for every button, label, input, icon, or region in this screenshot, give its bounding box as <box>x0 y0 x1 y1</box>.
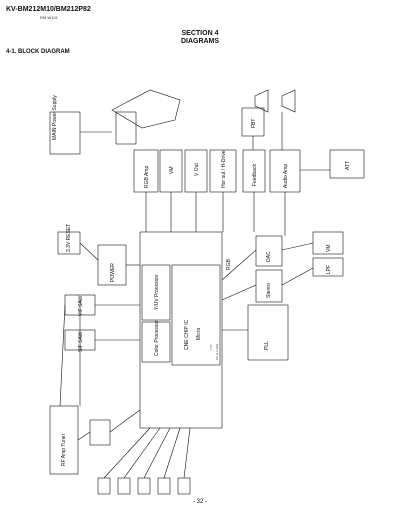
att-block <box>329 149 365 179</box>
document-model-number: KV-BM212M10/BM212P82 <box>6 6 91 13</box>
vm2-label: VM <box>326 245 332 253</box>
diagram-caption: 4-1. BLOCK DIAGRAM <box>6 49 70 55</box>
y-uv-processor-label: Y/UV Processor <box>154 274 160 310</box>
power-label: POWER <box>110 263 116 282</box>
micro-block <box>171 264 221 366</box>
section-number: SECTION 4 <box>181 30 219 37</box>
lowpass-block <box>312 257 344 277</box>
color-processor-label: Color Processor <box>154 320 160 356</box>
speaker-left <box>254 89 269 113</box>
color-processor-block <box>141 321 171 363</box>
crt-neck <box>115 111 137 145</box>
rgb-label: RGB <box>226 259 232 271</box>
txt-label: TXT <box>209 344 213 350</box>
fbt-label: FBT <box>251 119 257 128</box>
vm-label: VM <box>169 167 175 175</box>
reset-label: 3.3V RESET <box>66 224 72 252</box>
rf-amp-label: RF Amp Tuner <box>61 433 67 466</box>
main-power-supply-block <box>49 111 81 155</box>
rgb-amp-label: RGB Amp <box>144 166 150 188</box>
vif-saw-label: VIF SAW <box>78 295 84 316</box>
stereo-label: Stereo <box>266 283 272 298</box>
dac-label: DAC <box>266 251 272 262</box>
crt-tube <box>111 89 181 129</box>
cne-chip-label: CNE CHIP IC <box>184 319 190 350</box>
pll-block <box>247 304 289 361</box>
document-subtitle: RM-W101 <box>40 15 59 20</box>
sif-saw-label: SIF SAW <box>78 331 84 352</box>
hor-out-label: Hor out / H-Drive <box>221 150 227 188</box>
stereo-block <box>255 269 283 303</box>
y-uv-processor-block <box>141 264 171 321</box>
micro-label: Micro <box>196 328 202 340</box>
section-title: DIAGRAMS <box>180 38 220 45</box>
cne-chip-block <box>139 231 223 429</box>
input-jack-1 <box>97 477 111 495</box>
dac-block <box>255 235 283 267</box>
att-label: ATT <box>345 161 351 170</box>
main-power-label: MAIN Power Supply <box>52 95 58 140</box>
speaker-right <box>281 89 296 113</box>
input-jack-2 <box>117 477 131 495</box>
input-jack-5 <box>177 477 191 495</box>
sub-filter-block <box>89 419 111 446</box>
page-number: - 32 - <box>192 499 207 505</box>
v-out-label: V Out <box>194 163 200 176</box>
feedback-label: Feedback <box>252 164 258 186</box>
audio-amp-label: Audio Amp <box>283 164 289 188</box>
lowpass-label: LPF <box>326 265 332 274</box>
input-jack-4 <box>157 477 171 495</box>
cc-vchip-label: CC & V-chip <box>215 343 219 360</box>
pll-label: PLL <box>264 341 270 350</box>
input-jack-3 <box>137 477 151 495</box>
